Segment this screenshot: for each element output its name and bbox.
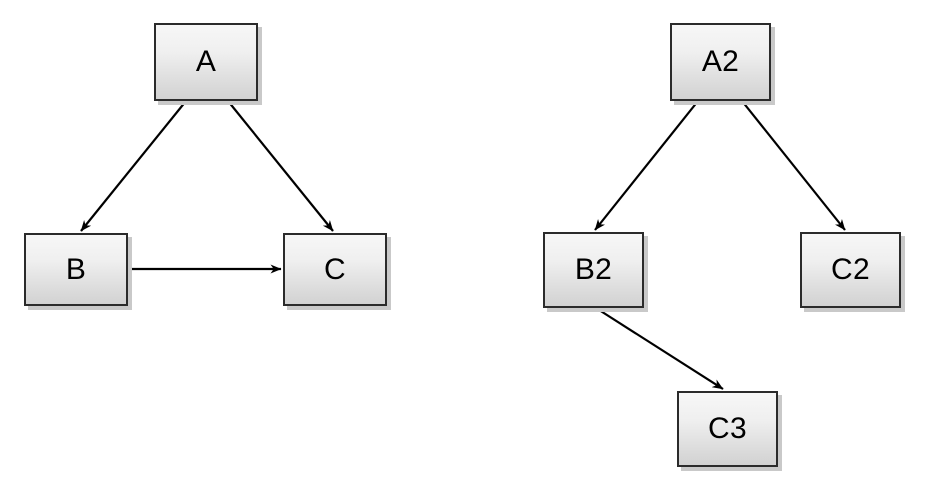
edge-a-to-c [227, 100, 334, 232]
node-label-b: B [65, 252, 87, 286]
node-b2[interactable]: B2 [543, 232, 644, 308]
node-label-c2: C2 [831, 253, 870, 286]
node-label-a2: A2 [701, 45, 740, 78]
node-label-c3: C3 [708, 412, 747, 445]
node-a[interactable]: A [154, 23, 258, 101]
node-label-a: A [195, 45, 217, 78]
node-c2[interactable]: C2 [800, 232, 901, 308]
node-label-b2: B2 [574, 253, 613, 286]
node-c[interactable]: C [283, 233, 387, 306]
edge-b2-to-c3 [595, 307, 724, 390]
edges-group [80, 100, 846, 390]
node-b[interactable]: B [24, 233, 128, 306]
node-c3[interactable]: C3 [677, 391, 778, 467]
node-label-c: C [324, 252, 346, 286]
edge-a-to-b [80, 100, 187, 232]
node-a2[interactable]: A2 [670, 23, 771, 101]
edge-a2-to-c2 [741, 100, 846, 231]
edge-a2-to-b2 [594, 100, 699, 231]
